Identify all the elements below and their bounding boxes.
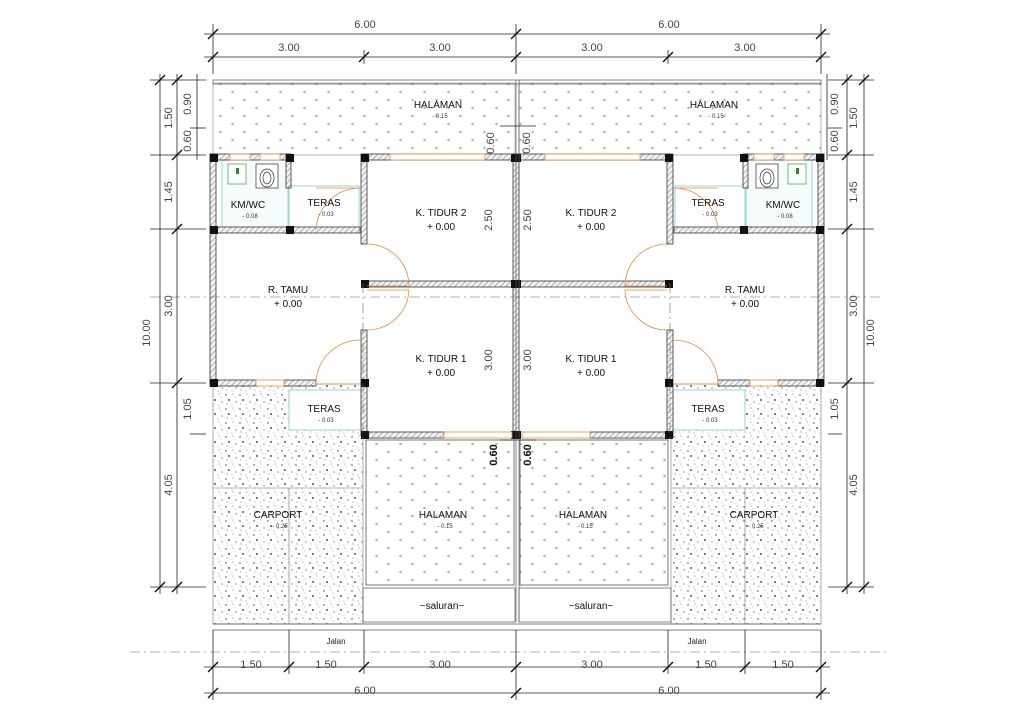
tidur2-right-level: + 0.00: [577, 222, 606, 233]
dim-top-total-right: 6.00: [658, 19, 679, 31]
dim-center: 0.60: [522, 444, 534, 465]
tidur2-right-name: K. TIDUR 2: [566, 208, 617, 219]
dim-left-part: 3.00: [163, 295, 175, 316]
dim-bottom-part: 1.50: [772, 659, 793, 671]
dimension-ticks: [154, 28, 870, 699]
dim-top-part: 3.00: [278, 42, 299, 54]
tamu-right-level: + 0.00: [731, 299, 760, 310]
halaman-top-right-level: - 0.15: [708, 114, 724, 120]
saluran-right-label: ~saluran~: [569, 601, 614, 612]
room-labels: HALAMAN - 0.15 HALAMAN - 0.15 KM/WC - 0.…: [231, 100, 800, 646]
interior-floors: [216, 158, 818, 436]
halaman-top-right-area: [518, 82, 822, 156]
dim-center: 0.60: [521, 132, 533, 153]
kmwc-right-level: - 0.08: [777, 214, 793, 220]
tidur1-left-level: + 0.00: [427, 368, 456, 379]
carport-left-name: CARPORT: [254, 510, 303, 521]
dim-bottom-part: 1.50: [240, 659, 261, 671]
dim-right-inner: 1.05: [829, 398, 841, 419]
dim-bottom-part: 1.50: [315, 659, 336, 671]
teras-bottom-left-area: [288, 389, 362, 431]
halaman-top-right-name: HALAMAN: [690, 100, 738, 111]
kmwc-right-name: KM/WC: [766, 200, 800, 211]
teras-top-left-name: TERAS: [307, 198, 341, 209]
dim-bottom-part: 3.00: [429, 659, 450, 671]
halaman-bottom-right-name: HALAMAN: [559, 510, 607, 521]
dim-left-part: 1.45: [163, 181, 175, 202]
toilet-icon: [227, 163, 807, 189]
halaman-top-left-name: HALAMAN: [414, 100, 462, 111]
kmwc-left-name: KM/WC: [231, 200, 265, 211]
halaman-bottom-left-level: - 0.15: [437, 524, 453, 530]
dim-center: 0.60: [485, 132, 497, 153]
tidur1-right-name: K. TIDUR 1: [566, 354, 617, 365]
carport-right-name: CARPORT: [730, 510, 779, 521]
jalan-right-label: Jalan: [687, 637, 706, 646]
dim-left-inner: 0.60: [182, 130, 194, 151]
halaman-bottom-left-area: [365, 439, 515, 586]
dim-top-total-left: 6.00: [354, 19, 375, 31]
halaman-top-left-area: [212, 82, 516, 156]
teras-top-right-name: TERAS: [691, 198, 725, 209]
tamu-left-name: R. TAMU: [268, 285, 308, 296]
dim-right-part: 4.05: [848, 474, 860, 495]
dim-bottom-part: 3.00: [581, 659, 602, 671]
teras-bottom-right-level: - 0.03: [702, 418, 718, 424]
kmwc-left-level: - 0.08: [242, 214, 258, 220]
dim-right-inner: 0.60: [829, 130, 841, 151]
dim-top-part: 3.00: [581, 42, 602, 54]
jalan-left-label: Jalan: [326, 637, 345, 646]
dim-right-part: 1.45: [848, 181, 860, 202]
halaman-bottom-left-name: HALAMAN: [419, 510, 467, 521]
windows: [229, 153, 805, 439]
dim-left-part: 4.05: [163, 474, 175, 495]
landscape-areas: [212, 82, 822, 625]
tidur1-right-level: + 0.00: [577, 368, 606, 379]
dim-right-inner: 0.90: [829, 93, 841, 114]
carport-right-level: - 0.25: [748, 524, 764, 530]
teras-bottom-left-level: - 0.03: [318, 418, 334, 424]
saluran-left-label: ~saluran~: [420, 601, 465, 612]
dimension-texts: 6.00 6.00 3.00 3.00 3.00 3.00 1.50 1.50 …: [141, 19, 877, 697]
halaman-bottom-right-level: - 0.15: [577, 524, 593, 530]
dim-top-part: 3.00: [734, 42, 755, 54]
halaman-top-left-level: - 0.15: [432, 114, 448, 120]
dim-right-part: 3.00: [848, 295, 860, 316]
tidur1-left-name: K. TIDUR 1: [416, 354, 467, 365]
teras-top-left-level: - 0.03: [318, 212, 334, 218]
dim-left-inner: 1.05: [182, 398, 194, 419]
teras-bottom-left-name: TERAS: [307, 404, 341, 415]
dim-left-total: 10.00: [141, 319, 153, 347]
dimension-lines: [150, 24, 874, 700]
dim-center: 3.00: [483, 349, 495, 370]
carport-left-level: - 0.25: [272, 524, 288, 530]
tidur2-left-level: + 0.00: [427, 222, 456, 233]
halaman-bottom-right-area: [519, 439, 669, 586]
dim-center: 2.50: [522, 209, 534, 230]
dim-right-total: 10.00: [865, 319, 877, 347]
teras-bottom-right-name: TERAS: [691, 404, 725, 415]
axis-lines: [130, 283, 890, 653]
tidur2-left-name: K. TIDUR 2: [416, 208, 467, 219]
dim-top-part: 3.00: [429, 42, 450, 54]
dim-center: 2.50: [483, 209, 495, 230]
columns: [210, 154, 824, 439]
dim-bottom-total-right: 6.00: [658, 685, 679, 697]
tamu-left-level: + 0.00: [274, 299, 303, 310]
teras-top-right-level: - 0.03: [702, 212, 718, 218]
dim-bottom-total-left: 6.00: [354, 685, 375, 697]
doors: [315, 187, 719, 385]
dim-right-part: 1.50: [848, 107, 860, 128]
dim-bottom-part: 1.50: [695, 659, 716, 671]
dim-left-part: 1.50: [163, 107, 175, 128]
dim-center: 3.00: [522, 349, 534, 370]
tamu-right-name: R. TAMU: [725, 285, 765, 296]
dim-left-inner: 0.90: [182, 93, 194, 114]
dim-center: 0.60: [488, 444, 500, 465]
site-lines: [212, 79, 822, 631]
